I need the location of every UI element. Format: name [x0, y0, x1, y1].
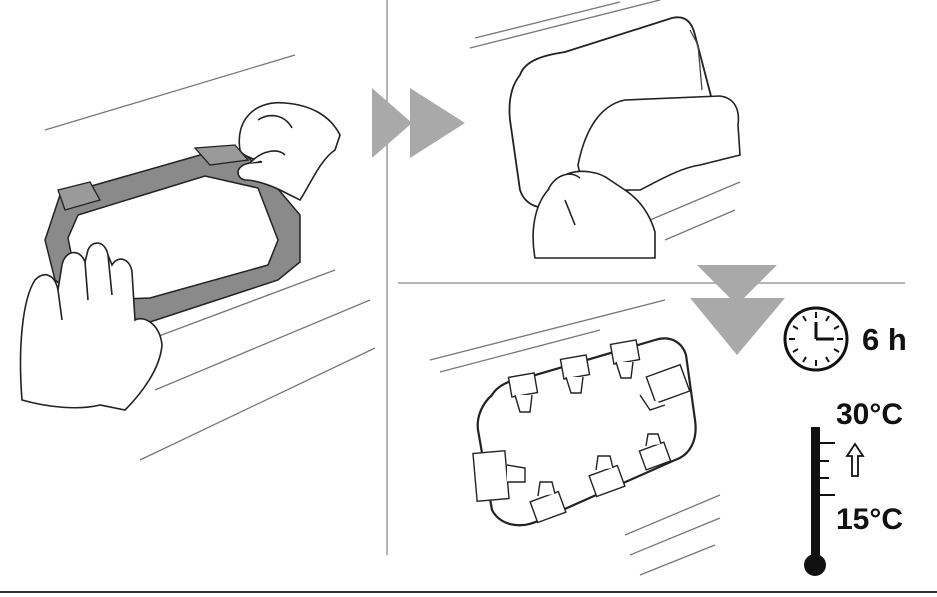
max-temperature-label: 30°C: [836, 398, 904, 431]
step-2-panel: [469, 0, 741, 259]
binder-clip-icon: [609, 339, 641, 379]
binder-clip-icon: [507, 372, 539, 413]
step-1-panel: [19, 54, 376, 461]
duration-label: 6 h: [862, 322, 907, 357]
clock-icon: [783, 306, 849, 372]
next-step-arrow-icon: [372, 88, 465, 158]
step-3-panel: [429, 299, 721, 576]
binder-clip-icon: [559, 354, 591, 394]
binder-clip-icon: [472, 449, 526, 503]
min-temperature-label: 15°C: [836, 503, 904, 536]
temperature-up-arrow-icon: [845, 442, 865, 477]
binder-clip-icon: [639, 363, 691, 411]
hands-icon: [532, 95, 741, 259]
surface-lines: [429, 299, 721, 576]
binder-clip-icon: [638, 433, 672, 471]
hands-icon: [237, 101, 341, 202]
thermometer-icon: [804, 427, 835, 576]
down-step-arrow-icon: [690, 265, 785, 355]
binder-clip-icon: [588, 455, 626, 498]
binder-clip-icon: [529, 481, 567, 524]
hands-icon: [19, 242, 163, 411]
surface-lines: [44, 54, 376, 461]
